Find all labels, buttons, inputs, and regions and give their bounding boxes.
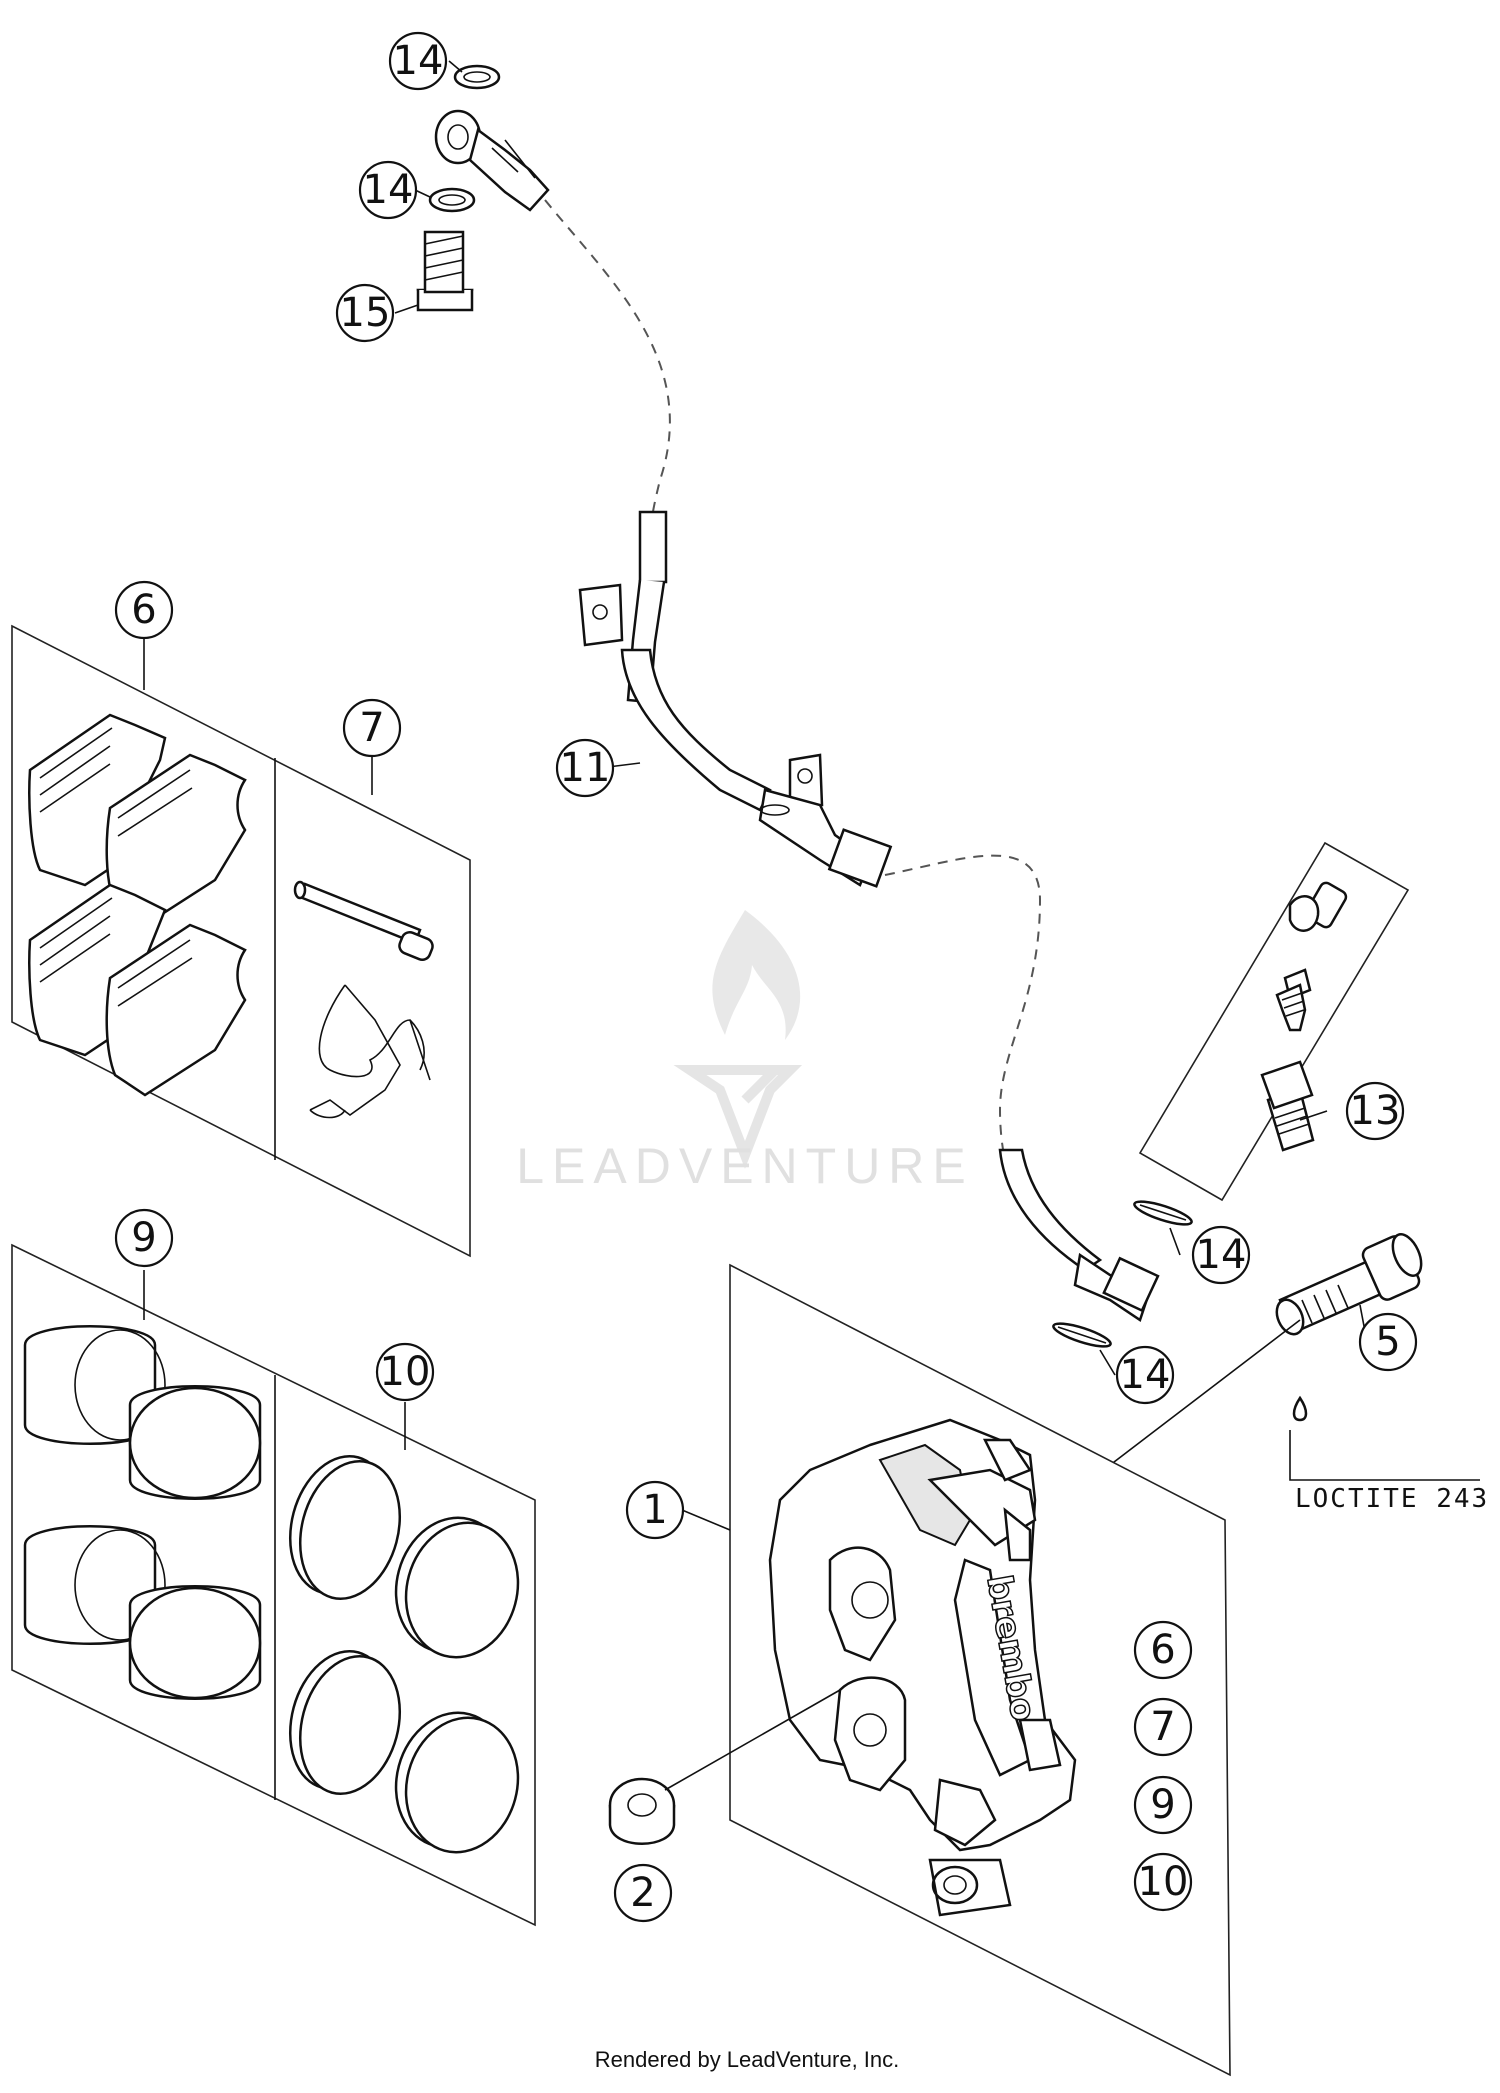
- svg-text:9: 9: [1150, 1782, 1175, 1828]
- svg-text:6: 6: [131, 587, 156, 633]
- callout-9-caliper: 9: [1133, 1775, 1193, 1835]
- svg-text:7: 7: [1150, 1704, 1175, 1750]
- callout-6-caliper: 6: [1133, 1620, 1193, 1680]
- svg-text:15: 15: [340, 290, 391, 336]
- brake-hose-lower: [884, 854, 1160, 1322]
- banjo-bolt: [416, 230, 474, 312]
- svg-text:13: 13: [1350, 1088, 1401, 1134]
- svg-text:11: 11: [560, 745, 611, 791]
- callout-14-right: 14: [1191, 1225, 1251, 1285]
- brake-caliper: brembo: [768, 1418, 1077, 1917]
- callout-14-top: 14: [388, 31, 448, 91]
- svg-text:9: 9: [131, 1215, 156, 1261]
- svg-text:10: 10: [380, 1349, 431, 1395]
- svg-text:14: 14: [393, 38, 444, 84]
- svg-text:2: 2: [630, 1870, 655, 1916]
- watermark-text: LEADVENTURE: [516, 1138, 974, 1194]
- callout-11: 11: [555, 738, 615, 798]
- banjo-washer-bottom: [428, 187, 476, 213]
- callout-7-caliper: 7: [1133, 1697, 1193, 1757]
- callout-10-seals: 10: [375, 1342, 435, 1402]
- brake-line-bracket: [578, 583, 893, 888]
- callout-15: 15: [335, 283, 395, 343]
- loctite-label: LOCTITE 243: [1295, 1484, 1489, 1514]
- callout-1: 1: [625, 1480, 685, 1540]
- copper-washer-right: [1133, 1200, 1193, 1226]
- banjo-washer-top: [453, 64, 501, 90]
- svg-text:10: 10: [1138, 1859, 1189, 1905]
- svg-text:14: 14: [1196, 1232, 1247, 1278]
- svg-text:6: 6: [1150, 1627, 1175, 1673]
- callout-6-pads: 6: [114, 580, 174, 640]
- piston-seals: [288, 1455, 520, 1854]
- rendered-by-credit: Rendered by LeadVenture, Inc.: [595, 2047, 900, 2072]
- callout-14-lower: 14: [1115, 1345, 1175, 1405]
- leadventure-watermark: LEADVENTURE: [516, 910, 974, 1194]
- pistons: [23, 1325, 262, 1700]
- caliper-spacer-washer: [608, 1689, 841, 1845]
- callout-14-upper: 14: [358, 160, 418, 220]
- svg-text:1: 1: [642, 1487, 667, 1533]
- callout-13: 13: [1345, 1081, 1405, 1141]
- callout-5: 5: [1358, 1312, 1418, 1372]
- svg-text:14: 14: [363, 167, 414, 213]
- callout-7-pin: 7: [342, 698, 402, 758]
- svg-text:14: 14: [1120, 1352, 1171, 1398]
- callout-9-pistons: 9: [114, 1208, 174, 1268]
- loctite-drop: LOCTITE 243: [1289, 1395, 1489, 1514]
- pad-pin-and-spring: [293, 880, 434, 1119]
- callout-10-caliper: 10: [1133, 1852, 1193, 1912]
- leader-lines: [143, 60, 1368, 1531]
- banjo-fitting: [434, 109, 550, 212]
- svg-text:5: 5: [1375, 1319, 1400, 1365]
- svg-text:7: 7: [359, 705, 384, 751]
- brake-pads: [28, 713, 247, 1097]
- callout-2: 2: [613, 1863, 673, 1923]
- bleeder-kit: [1138, 841, 1410, 1202]
- caliper-mounting-bolt: [1024, 1233, 1423, 1531]
- copper-washer-lower: [1052, 1322, 1112, 1348]
